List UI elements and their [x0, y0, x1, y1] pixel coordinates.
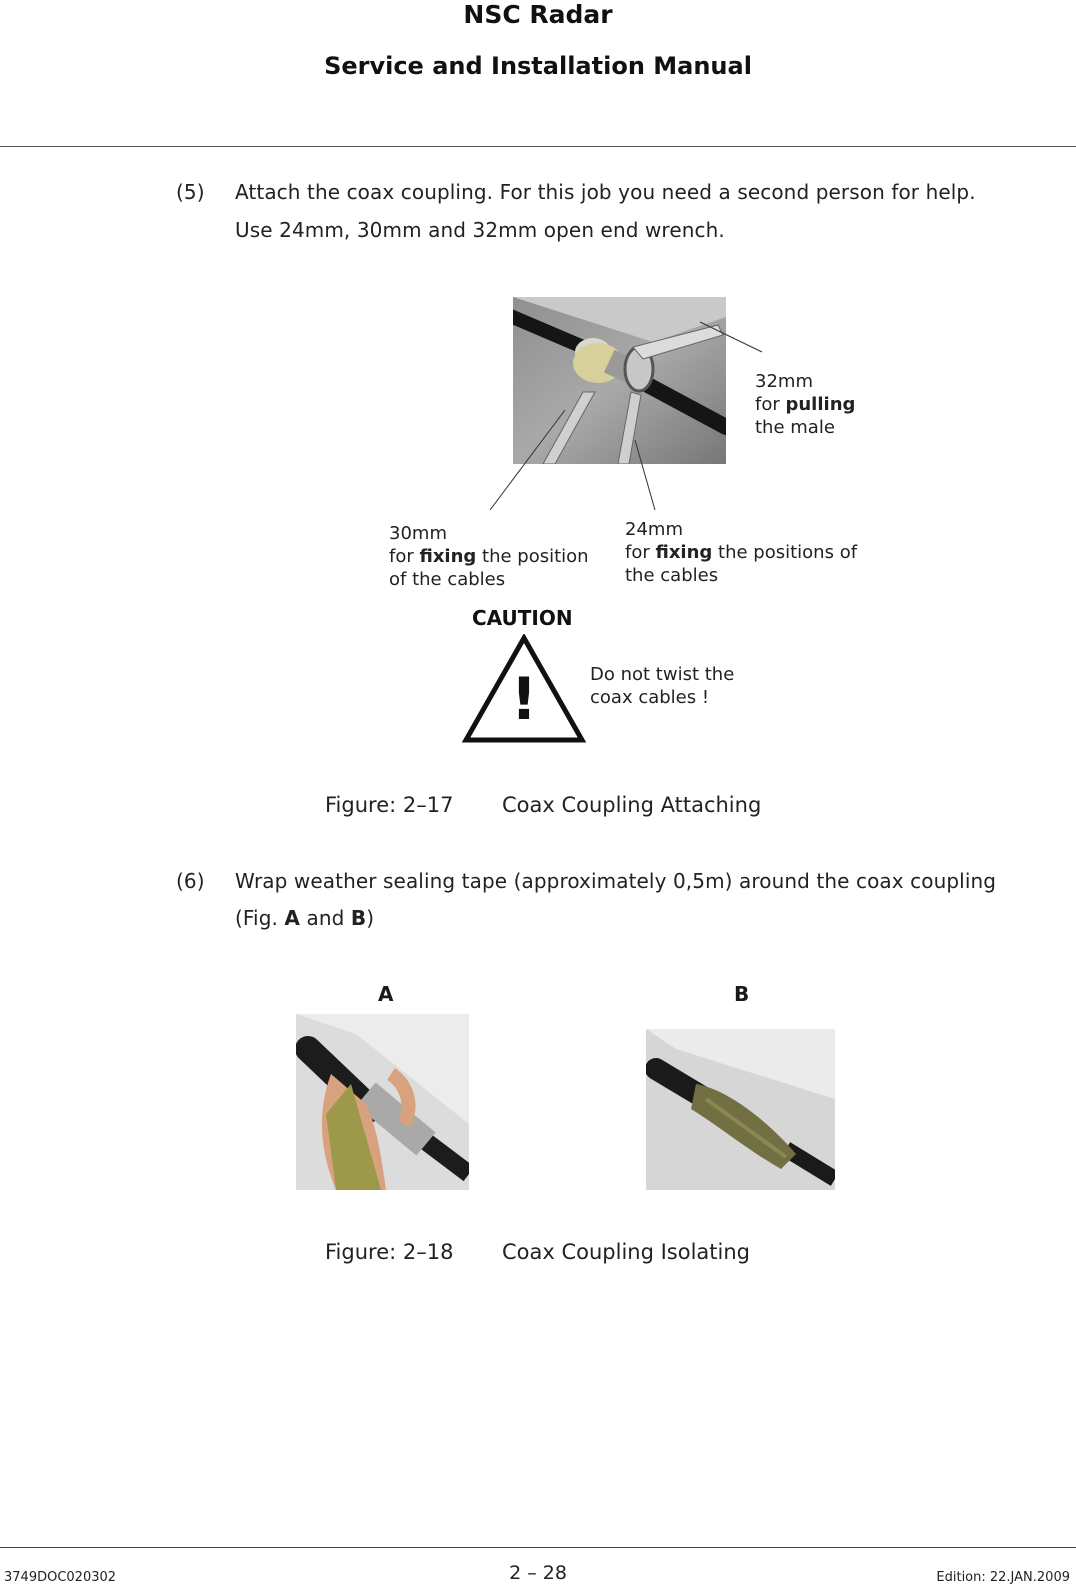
callout-24mm: 24mm for fixing the positions of the cab…	[625, 518, 857, 587]
callout-text: of the cables	[389, 569, 506, 590]
callout-bold-text: pulling	[785, 394, 856, 415]
figure-ref-a: A	[284, 906, 301, 930]
figure-caption-text: Coax Coupling Attaching	[502, 793, 762, 817]
step-text: and	[300, 906, 351, 930]
callout-text: for	[755, 394, 786, 415]
caution-text-line: coax cables !	[590, 687, 710, 708]
callout-bold-text: fixing	[655, 542, 713, 563]
callout-text: the male	[755, 417, 835, 438]
figure-ref-b: B	[350, 906, 367, 930]
step-text-line: Use 24mm, 30mm and 32mm open end wrench.	[235, 218, 725, 242]
step-text: )	[366, 906, 375, 930]
warning-triangle-icon	[462, 634, 586, 743]
callout-text: for	[625, 542, 656, 563]
footer-divider	[0, 1547, 1076, 1548]
figure-caption-number: Figure: 2–17	[325, 793, 454, 817]
tape-wrapped-photo-b	[646, 1029, 835, 1190]
callout-bold-text: fixing	[419, 546, 477, 567]
callout-size: 24mm	[625, 519, 683, 540]
callout-size: 30mm	[389, 523, 447, 544]
caution-title: CAUTION	[472, 606, 573, 630]
figure-caption-number: Figure: 2–18	[325, 1240, 454, 1264]
step-text-line: Wrap weather sealing tape (approximately…	[235, 869, 997, 893]
caution-text-line: Do not twist the	[590, 664, 735, 685]
step-number: (6)	[176, 869, 205, 893]
warning-exclamation: !	[510, 665, 538, 733]
page-number: 2 – 28	[509, 1562, 567, 1584]
callout-size: 32mm	[755, 371, 813, 392]
callout-text: the position	[476, 546, 589, 567]
callout-text: for	[389, 546, 420, 567]
photo-label-b: B	[734, 982, 750, 1006]
edition-date: Edition: 22.JAN.2009	[936, 1570, 1070, 1585]
photo-label-a: A	[378, 982, 394, 1006]
document-id: 3749DOC020302	[4, 1570, 117, 1585]
step-text-line: (Fig. A and B)	[235, 906, 374, 930]
header-divider	[0, 146, 1076, 147]
callout-text: the positions of	[712, 542, 858, 563]
tape-wrapping-photo-a	[296, 1014, 469, 1190]
callout-32mm: 32mm for pulling the male	[755, 370, 855, 439]
document-subtitle: Service and Installation Manual	[324, 52, 752, 80]
callout-text: the cables	[625, 565, 719, 586]
step-text: (Fig.	[235, 906, 285, 930]
document-title: NSC Radar	[463, 0, 613, 29]
step-number: (5)	[176, 180, 205, 204]
callout-30mm: 30mm for fixing the position of the cabl…	[389, 522, 589, 591]
step-text-line: Attach the coax coupling. For this job y…	[235, 180, 976, 204]
figure-caption-text: Coax Coupling Isolating	[502, 1240, 751, 1264]
caution-message: Do not twist the coax cables !	[590, 663, 734, 709]
wrench-coupling-photo	[513, 297, 726, 464]
